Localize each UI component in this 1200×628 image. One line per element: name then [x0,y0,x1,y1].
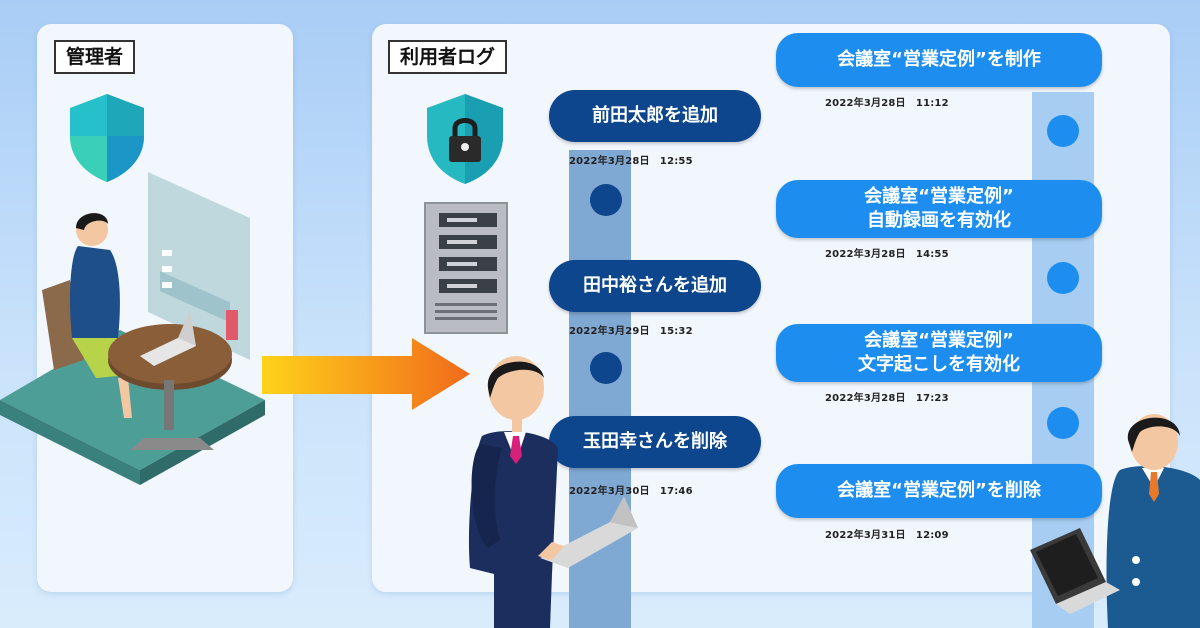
user-log-label: 利用者ログ [388,40,508,74]
log-entry-timestamp: 2022年3月28日 12:55 [569,156,693,167]
log-entry-create-room: 会議室“営業定例”を制作 [776,33,1102,87]
log-entry-delete-tamada: 玉田幸さんを削除 [549,416,761,468]
shield-icon [70,94,144,182]
server-icon [424,202,508,334]
log-entry-timestamp: 2022年3月28日 17:23 [825,393,949,404]
log-entry-timestamp: 2022年3月28日 11:12 [825,98,949,109]
timeline-dot [1047,407,1079,439]
log-entry-enable-transcription: 会議室“営業定例” 文字起こしを有効化 [776,324,1102,382]
log-entry-timestamp: 2022年3月29日 15:32 [569,326,693,337]
admin-person-illustration [0,172,265,485]
arrow-icon [262,338,470,410]
log-entry-add-maeda: 前田太郎を追加 [549,90,761,142]
log-entry-timestamp: 2022年3月31日 12:09 [825,530,949,541]
admin-label: 管理者 [54,40,136,74]
log-entry-delete-room: 会議室“営業定例”を削除 [776,464,1102,518]
lock-shield-icon [427,94,503,184]
log-entry-enable-recording: 会議室“営業定例” 自動録画を有効化 [776,180,1102,238]
user-person-illustration [468,356,638,628]
timeline-dot [590,184,622,216]
timeline-dot [590,352,622,384]
user-person-illustration [1030,414,1200,628]
log-entry-timestamp: 2022年3月28日 14:55 [825,249,949,260]
timeline-dot [1047,262,1079,294]
log-entry-add-tanaka: 田中裕さんを追加 [549,260,761,312]
log-entry-timestamp: 2022年3月30日 17:46 [569,486,693,497]
timeline-dot [1047,115,1079,147]
